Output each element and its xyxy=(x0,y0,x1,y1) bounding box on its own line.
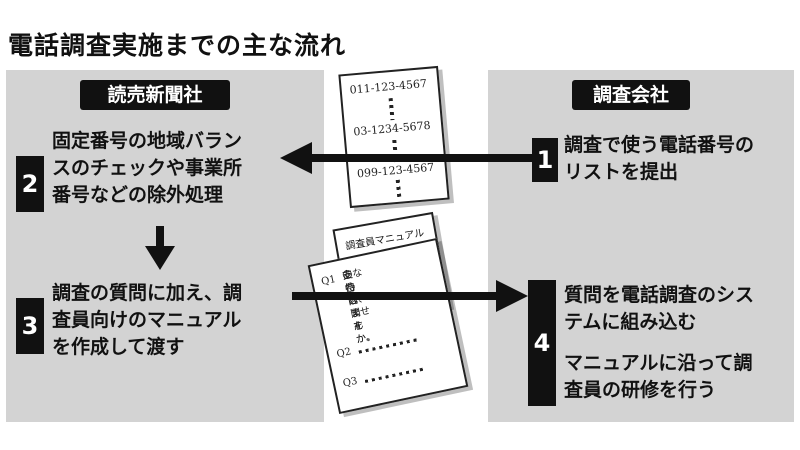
step-2-text: 固定番号の地域バラン スのチェックや事業所 番号などの除外処理 xyxy=(52,128,242,209)
step-1-line-2: リストを提出 xyxy=(564,161,679,183)
step-3-text: 調査の質問に加え、調 査員向けのマニュアル を作成して渡す xyxy=(52,280,242,361)
step-3-line-2: 査員向けのマニュアル xyxy=(52,309,242,331)
step-4-line-4: 査員の研修を行う xyxy=(564,379,717,401)
step-2-number: 2 xyxy=(16,156,44,212)
arrow-step2-to-step3 xyxy=(145,226,175,270)
page-title: 電話調査実施までの主な流れ xyxy=(8,31,347,60)
step-3-number: 3 xyxy=(16,298,44,354)
step-1-text: 調査で使う電話番号の リストを提出 xyxy=(564,132,754,186)
step-4-line-1: 質問を電話調査のシス xyxy=(564,284,755,306)
research-company-header: 調査会社 xyxy=(572,80,690,110)
research-company-panel: 調査会社 1 調査で使う電話番号の リストを提出 4 質問を電話調査のシス テム… xyxy=(488,70,794,422)
step-3-line-3: を作成して渡す xyxy=(52,336,185,358)
step-4-number: 4 xyxy=(528,280,556,406)
step-2-line-1: 固定番号の地域バラン xyxy=(52,130,243,152)
step-4-line-2: テムに組み込む xyxy=(564,311,697,333)
step-4-text: 質問を電話調査のシス テムに組み込む マニュアルに沿って調 査員の研修を行う xyxy=(564,282,754,404)
step-4-line-3: マニュアルに沿って調 xyxy=(564,352,753,374)
step-3-line-1: 調査の質問に加え、調 xyxy=(52,282,243,304)
yomiuri-header: 読売新聞社 xyxy=(80,80,230,110)
arrow-step3-to-step4 xyxy=(292,280,528,312)
arrow-step1-to-step2 xyxy=(280,142,540,174)
step-2-line-3: 番号などの除外処理 xyxy=(52,184,224,206)
step-2-line-2: スのチェックや事業所 xyxy=(52,157,243,179)
step-1-line-1: 調査で使う電話番号の xyxy=(564,134,755,156)
